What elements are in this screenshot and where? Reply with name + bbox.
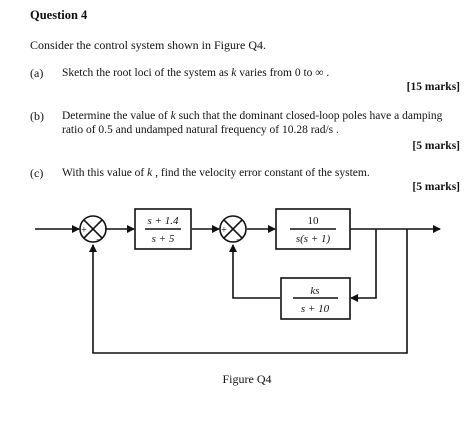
block3-numerator: ks [310,285,319,297]
part-a-label: (a) [30,66,44,80]
summing-junction-1 [79,215,107,243]
part-a-marks: [15 marks] [406,81,460,93]
block1-box [134,208,192,250]
block1-denominator: s + 5 [152,233,175,245]
figure-caption: Figure Q4 [223,372,272,386]
junction2-minus: − [236,235,242,246]
part-b-text: Determine the value of k such that the d… [62,110,443,136]
part-c-text: With this value of k , find the velocity… [62,167,370,179]
junction1-plus: + [81,225,87,236]
part-c-marks: [5 marks] [412,181,460,193]
block-diagram: + − + − s + 1.4 s + 5 10 s(s + 1) ks s +… [35,208,441,386]
question-heading: Question 4 [30,8,88,22]
part-b-label: (b) [30,109,44,123]
part-a-text: Sketch the root loci of the system as k … [62,67,330,79]
part-c-label: (c) [30,166,44,180]
question-intro: Consider the control system shown in Fig… [30,38,266,52]
junction2-plus: + [221,225,227,236]
part-b-marks: [5 marks] [412,140,460,152]
block2-denominator: s(s + 1) [296,233,331,245]
inner-feedback-return-line [229,244,280,299]
junction1-minus: − [96,235,102,246]
inner-feedback-line [350,229,377,302]
outer-feedback-line [89,229,408,354]
block3-box [280,277,351,320]
summing-junction-2 [219,215,247,243]
block3-denominator: s + 10 [301,303,330,315]
block2-numerator: 10 [308,215,320,227]
block2-box [275,208,351,250]
block1-numerator: s + 1.4 [148,215,179,227]
